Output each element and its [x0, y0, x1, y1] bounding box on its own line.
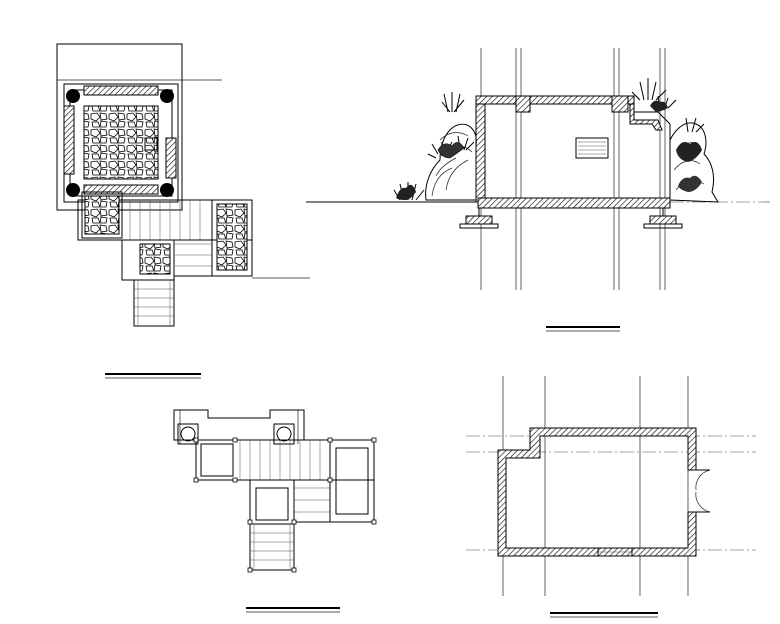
elevation-view — [306, 48, 770, 332]
vent-grille — [575, 137, 609, 159]
door-swing — [695, 491, 711, 513]
column-marker — [160, 89, 174, 103]
plan-top-view — [56, 43, 310, 379]
plan-lower-view — [173, 409, 377, 613]
column-marker — [180, 426, 196, 442]
column-marker — [66, 183, 80, 197]
rockery-left — [425, 123, 477, 201]
column-marker — [66, 89, 80, 103]
column-marker — [160, 183, 174, 197]
floor-plan-view — [466, 376, 756, 618]
wall-outline — [497, 427, 697, 557]
door-swing — [695, 469, 711, 491]
column-marker — [276, 426, 292, 442]
